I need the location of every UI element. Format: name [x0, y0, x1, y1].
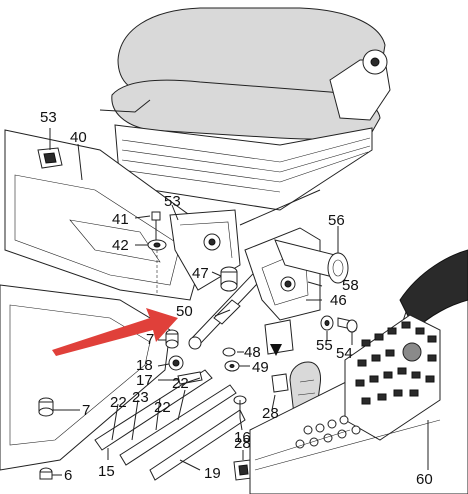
base-plate-outline [4, 129, 211, 301]
label-17: 17 [136, 372, 153, 389]
bolt-54 [337, 317, 358, 333]
lower-frame [0, 284, 246, 481]
label-22-a: 22 [172, 375, 189, 392]
label-22-b: 22 [110, 394, 127, 411]
bolt-41 [151, 211, 161, 240]
label-40: 40 [70, 129, 87, 146]
washer-55 [320, 315, 334, 331]
label-49: 49 [252, 359, 269, 376]
spacer-7-a [165, 329, 179, 349]
nut-6 [39, 467, 53, 480]
seat-knob-inner [370, 57, 380, 67]
label-19: 19 [204, 465, 221, 482]
bolt-16 [233, 395, 247, 418]
label-28-a: 28 [262, 405, 279, 422]
seat-lever [99, 99, 151, 113]
label-58: 58 [342, 277, 359, 294]
rail-left [94, 369, 213, 451]
base-plate-inner [14, 174, 181, 286]
label-48: 48 [244, 344, 261, 361]
leader-lines [49, 128, 429, 476]
callout-labels: 53 40 53 41 42 47 56 58 46 50 7 18 17 22… [40, 109, 433, 488]
label-46: 46 [330, 292, 347, 309]
control-console-60 [249, 249, 468, 494]
label-16: 16 [234, 429, 251, 446]
label-18: 18 [136, 357, 153, 374]
washer-42 [147, 239, 167, 251]
bushing-47 [220, 266, 238, 292]
label-60: 60 [416, 471, 433, 488]
clip-28-b [233, 459, 253, 481]
label-15: 15 [98, 463, 115, 480]
base-plate-slot [69, 219, 161, 263]
label-7-a: 7 [146, 331, 154, 348]
lower-frame-inner [9, 304, 151, 446]
seat-side-bracket [329, 59, 391, 121]
red-arrow [52, 308, 178, 356]
rail-bar [149, 409, 246, 481]
seat-lead-line [239, 189, 321, 226]
small-arrow [270, 344, 282, 356]
spacer-7-b [38, 397, 54, 417]
label-53-b: 53 [164, 193, 181, 210]
clip-28-a [271, 373, 289, 393]
seat-base-ribs [121, 137, 371, 193]
console-buttons [355, 321, 437, 405]
nut-49 [224, 360, 240, 372]
label-56: 56 [328, 212, 345, 229]
label-47: 47 [192, 265, 209, 282]
label-50: 50 [176, 303, 193, 320]
label-7-b: 7 [82, 402, 90, 419]
bracket-53-a [37, 147, 63, 169]
label-42: 42 [112, 237, 129, 254]
label-53-a: 53 [40, 109, 57, 126]
seat-assembly [99, 7, 391, 226]
console-lower-buttons [295, 415, 361, 449]
pin-17 [177, 371, 203, 385]
roller-18 [168, 355, 184, 371]
label-23: 23 [132, 389, 149, 406]
base-plate [4, 129, 211, 301]
label-41: 41 [112, 211, 129, 228]
label-28-b: 28 [234, 435, 251, 452]
label-6: 6 [64, 467, 72, 484]
label-54: 54 [336, 345, 353, 362]
label-22-c: 22 [154, 399, 171, 416]
label-55: 55 [316, 337, 333, 354]
rail-right [119, 384, 237, 466]
washer-48 [222, 347, 236, 357]
